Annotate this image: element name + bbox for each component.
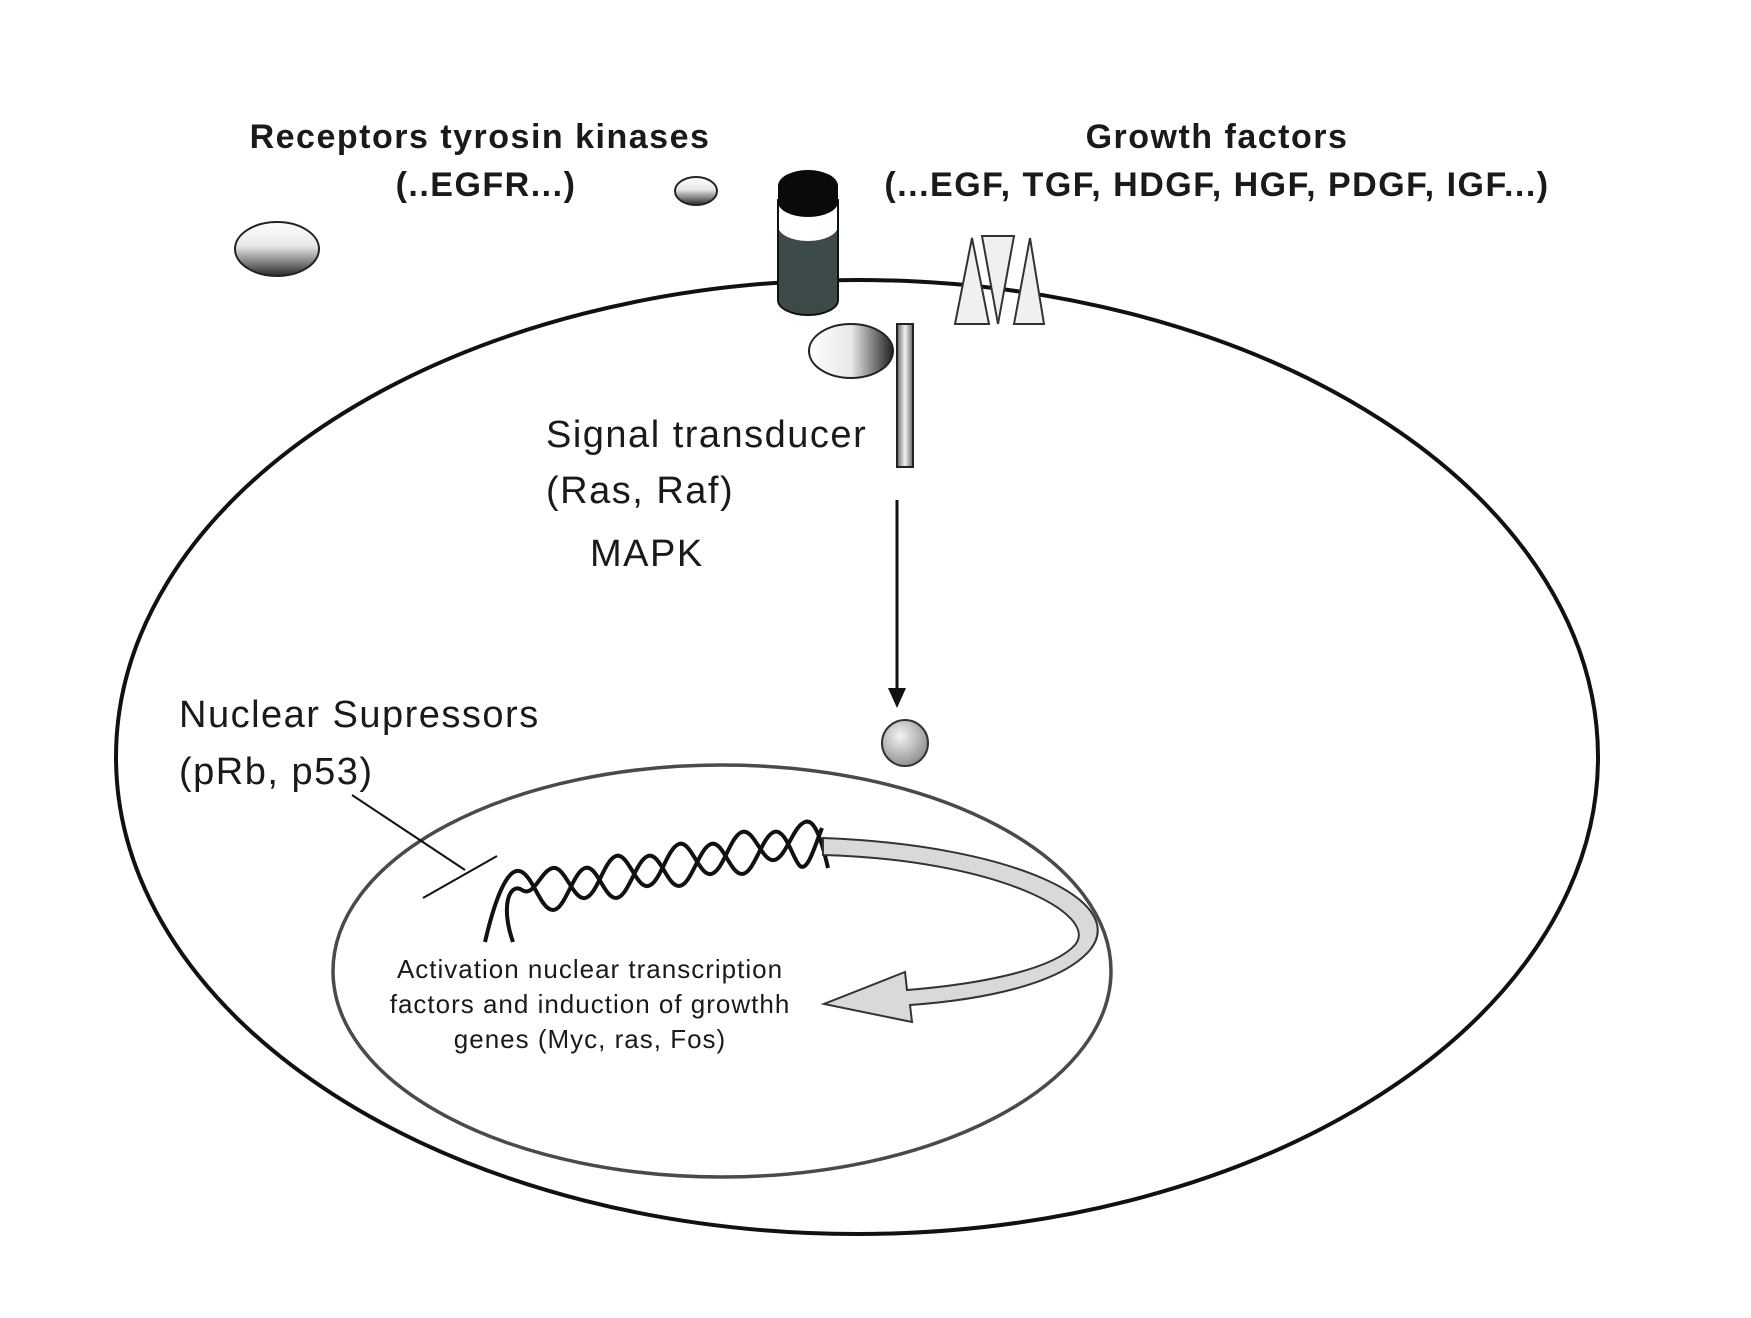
growth-factors-examples: (...EGF, TGF, HDGF, HGF, PDGF, IGF...) xyxy=(884,166,1549,204)
adapter-protein-ellipse xyxy=(808,323,894,379)
signal-transducer-label: Signal transducer xyxy=(546,414,867,456)
activation-label-line2: factors and induction of growthh xyxy=(390,989,791,1019)
mapk-label: MAPK xyxy=(590,533,704,575)
transcription-factor-sphere xyxy=(881,719,929,767)
signal-transducer-bar xyxy=(896,323,914,468)
receptor-icon xyxy=(777,170,839,316)
nuclear-suppressors-label: Nuclear Supressors xyxy=(179,694,540,736)
dna-helix-icon xyxy=(483,819,830,943)
activation-label-line1: Activation nuclear transcription xyxy=(397,954,783,984)
receptors-title: Receptors tyrosin kinases xyxy=(250,118,711,156)
growth-factors-title: Growth factors xyxy=(1086,118,1349,156)
activation-label-line3: genes (Myc, ras, Fos) xyxy=(454,1024,726,1054)
inhibition-line xyxy=(351,794,466,871)
signal-arrow-head xyxy=(888,688,906,708)
nuclear-suppressors-examples: (pRb, p53) xyxy=(179,751,374,793)
ligand-ellipse-small xyxy=(674,176,718,206)
signal-transducer-examples: (Ras, Raf) xyxy=(546,470,734,512)
receptors-examples: (..EGFR...) xyxy=(396,166,577,204)
induction-curved-arrow xyxy=(820,836,1099,1024)
cell-membrane xyxy=(114,278,1600,1236)
ligand-ellipse-left xyxy=(234,221,320,277)
growth-factor-triangles-icon xyxy=(953,235,1046,325)
inhibition-bar xyxy=(422,855,498,899)
nucleus xyxy=(331,763,1113,1179)
